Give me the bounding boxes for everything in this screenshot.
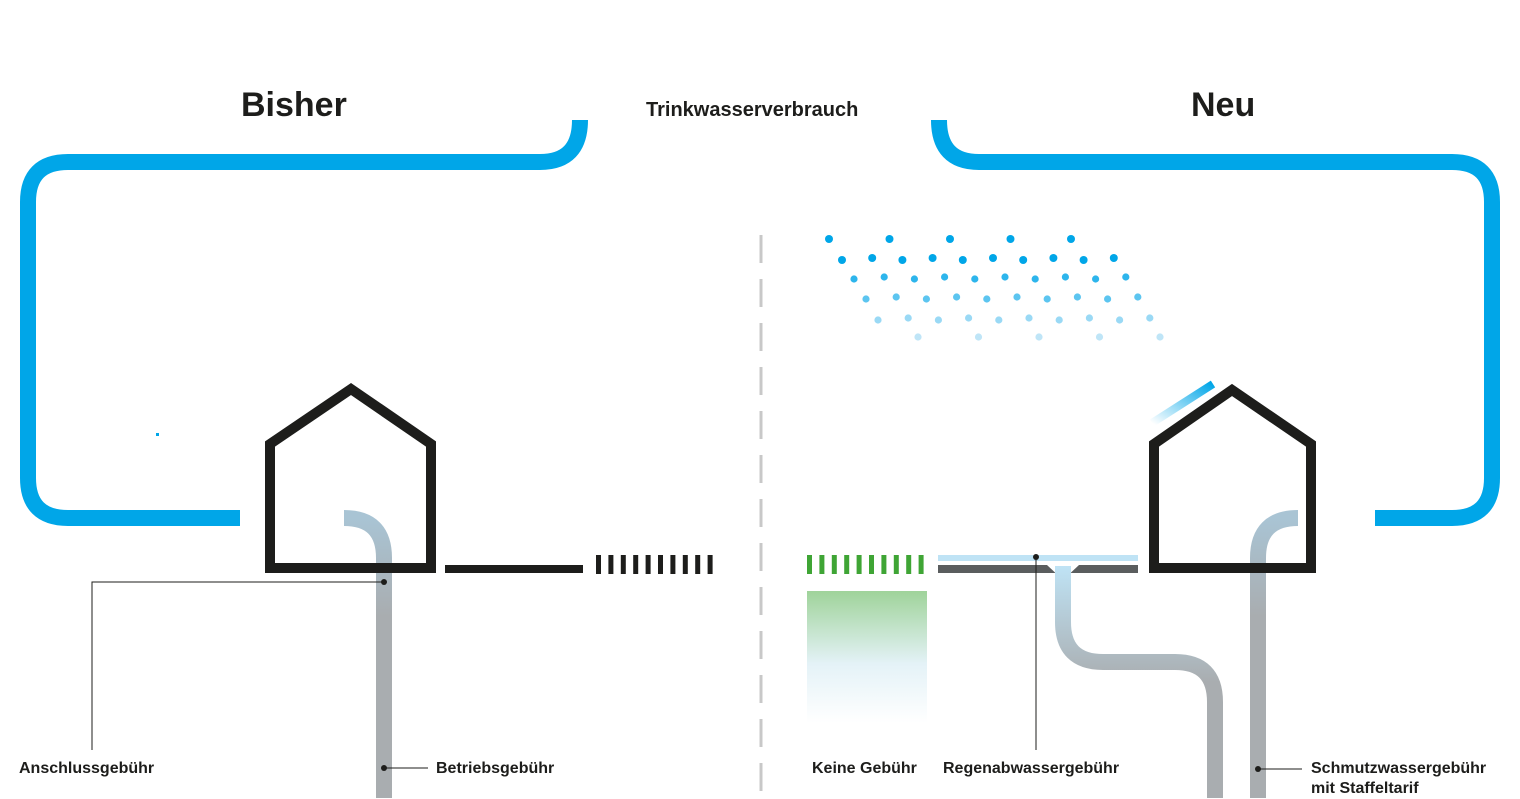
rain-drop — [922, 295, 931, 303]
lawn-dash — [807, 555, 812, 574]
left-ground-line — [445, 565, 583, 573]
rain-drop — [1092, 275, 1100, 283]
rain-drop — [914, 333, 922, 341]
rain-drop — [862, 295, 870, 303]
rain-drop — [885, 235, 894, 243]
rain-drop — [946, 235, 954, 243]
rain-drop — [1122, 273, 1130, 281]
rain-drop — [1104, 295, 1112, 303]
sealed-surface-dash — [707, 555, 713, 574]
sealed-surface-dash — [596, 555, 601, 574]
lawn-dash — [918, 555, 924, 574]
rain-drop — [1073, 293, 1081, 301]
heading-trinkwasserverbrauch: Trinkwasserverbrauch — [646, 99, 859, 121]
left-outflow-pipe — [343, 510, 392, 798]
lawn-dash — [844, 555, 850, 574]
lawn-dash — [869, 555, 874, 574]
rain-drop — [1013, 293, 1021, 301]
rain-drop — [1079, 256, 1088, 264]
rain-drop — [1043, 295, 1051, 303]
rain-drop — [928, 254, 937, 262]
rain-drop — [971, 275, 979, 283]
rain-drop — [874, 316, 882, 324]
rain-drop — [995, 316, 1003, 324]
label-schmutzwassergebuehr: Schmutzwassergebühr mit Staffeltarif — [1311, 759, 1486, 799]
rain-drop — [941, 273, 949, 281]
rain-drop — [953, 293, 961, 301]
rain-drop — [958, 256, 967, 264]
anschluss-leader — [91, 581, 384, 750]
rain-drop — [1085, 314, 1093, 322]
right-water-loop — [931, 119, 1500, 526]
rain-drain-pipe — [1055, 566, 1223, 798]
left-sealed-surface — [596, 555, 713, 574]
heading-bisher: Bisher — [241, 86, 347, 124]
sealed-surface-dash — [620, 555, 626, 574]
sealed-surface — [938, 565, 1138, 573]
roof-rain-streak — [1149, 380, 1216, 427]
rain-drop — [965, 314, 973, 322]
rain-drop — [1049, 254, 1058, 262]
lawn-dash — [831, 555, 837, 574]
sealed-surface-dash — [633, 555, 639, 574]
lawn-dash — [881, 555, 887, 574]
rain-drop — [1035, 333, 1043, 341]
label-schmutz-line2: mit Staffeltarif — [1311, 780, 1419, 797]
label-schmutz-line1: Schmutzwassergebühr — [1311, 760, 1487, 777]
rain-drop — [1134, 293, 1142, 301]
rain-drops — [825, 235, 1164, 341]
rain-drop — [868, 254, 877, 262]
rain-drop — [825, 235, 833, 243]
label-keine-gebuehr: Keine Gebühr — [812, 760, 917, 777]
rain-drop — [1025, 314, 1033, 322]
rain-drop — [974, 333, 983, 341]
rain-drop — [838, 256, 846, 264]
lawn-dash — [819, 555, 825, 574]
label-betriebsgebuehr: Betriebsgebühr — [436, 760, 555, 777]
label-regenabwassergebuehr: Regenabwassergebühr — [943, 760, 1120, 777]
rain-drop — [892, 293, 900, 301]
heading-neu: Neu — [1191, 86, 1256, 124]
left-house-icon — [265, 382, 436, 573]
rain-drop — [898, 256, 907, 264]
sealed-surface-dash — [695, 555, 701, 574]
lawn-dash — [893, 555, 899, 574]
sealed-surface-dash — [670, 555, 676, 574]
label-anschlussgebuehr: Anschlussgebühr — [19, 760, 155, 777]
rain-drop — [1061, 273, 1069, 281]
rain-drop — [1031, 275, 1039, 283]
rain-drop — [1156, 333, 1164, 341]
rain-drop — [1001, 273, 1009, 281]
sealed-surface-dash — [682, 555, 688, 574]
rain-drop — [910, 275, 919, 283]
rain-drop — [904, 314, 912, 322]
rain-drop — [850, 275, 858, 283]
right-outflow-pipe — [1250, 510, 1299, 798]
rain-drop — [1055, 316, 1063, 324]
rain-drop — [880, 273, 888, 281]
rain-drop — [1019, 256, 1028, 264]
left-water-loop — [20, 119, 588, 526]
rain-drop — [1109, 254, 1118, 262]
lawn-area — [807, 591, 927, 723]
rain-drop — [1146, 314, 1154, 322]
sealed-surface-dash — [645, 555, 651, 574]
lawn-dash — [856, 555, 862, 574]
rain-drop — [989, 254, 997, 262]
sealed-surface-dash — [658, 555, 663, 574]
rain-drop — [1006, 235, 1015, 243]
lawn-dash — [906, 555, 912, 574]
rain-drop — [1116, 316, 1124, 324]
tiny-dot — [156, 433, 159, 436]
rain-drop — [983, 295, 991, 303]
rain-drop — [1095, 333, 1104, 341]
lawn-surface — [807, 555, 924, 574]
rain-drop — [934, 316, 943, 324]
right-house-icon — [1149, 383, 1316, 573]
rain-drop — [1067, 235, 1075, 243]
sealed-surface-dash — [608, 555, 614, 574]
